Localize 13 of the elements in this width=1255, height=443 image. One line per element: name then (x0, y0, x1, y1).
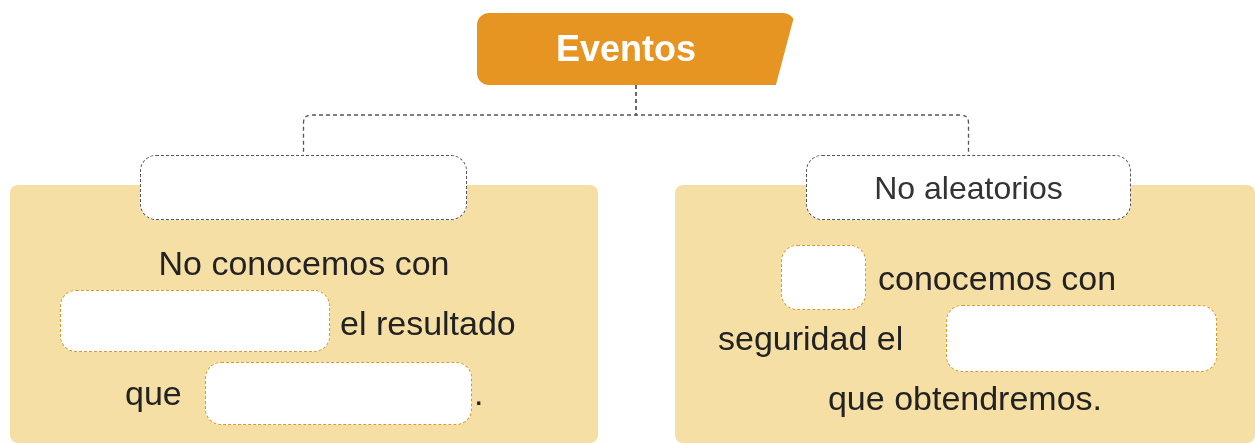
title-banner (477, 13, 795, 85)
category-box (806, 155, 1131, 220)
definition-panel (10, 185, 598, 443)
sentence-text: No conocemos con (157, 243, 451, 283)
banner-title: Eventos (555, 27, 696, 71)
sentence-text: el resultado (340, 303, 516, 343)
sentence-text: seguridad el (718, 318, 904, 358)
sentence-text: que obtendremos. (826, 378, 1104, 418)
category-label: No aleatorios (874, 168, 1063, 208)
category-box (140, 155, 467, 220)
sentence-text: . (474, 373, 484, 413)
sentence-text: que (125, 373, 182, 413)
sentence-text: conocemos con (878, 258, 1117, 298)
